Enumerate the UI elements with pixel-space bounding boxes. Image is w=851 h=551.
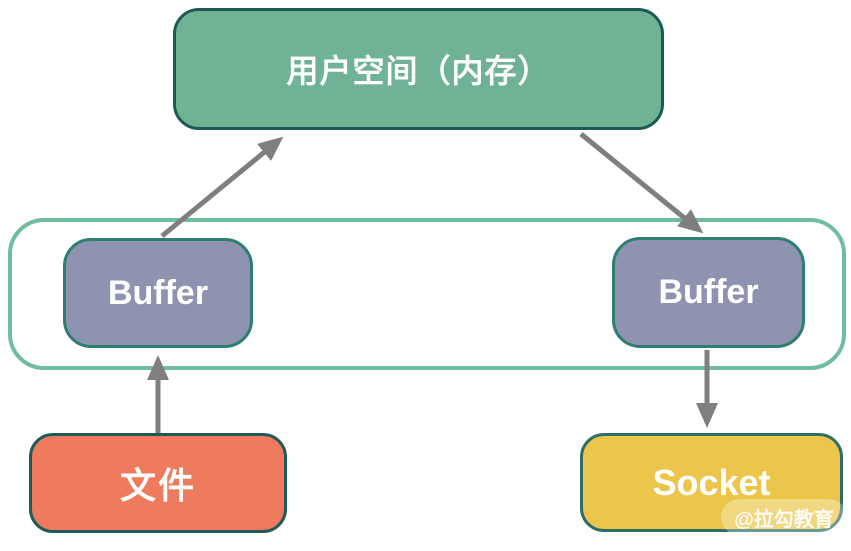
node-file-label: 文件 (119, 465, 196, 506)
node-buffer-right[interactable]: Buffer (612, 237, 805, 348)
node-buffer-left[interactable]: Buffer (63, 238, 253, 348)
node-socket[interactable]: Socket (580, 433, 843, 532)
node-buffer-right-label: Buffer (658, 273, 759, 311)
node-buffer-left-label: Buffer (107, 273, 209, 312)
arrow-user-space-to-buffer-right (579, 132, 704, 234)
kernel-buffer-container (8, 218, 846, 370)
node-file[interactable]: 文件 (29, 433, 287, 533)
watermark-label: @拉勾教育 (734, 508, 834, 531)
node-user-space[interactable]: 用户空间（内存） (173, 8, 664, 130)
node-socket-label: Socket (652, 461, 771, 503)
watermark-badge: @拉勾教育 (721, 499, 847, 535)
node-user-space-label: 用户空间（内存） (286, 53, 551, 89)
